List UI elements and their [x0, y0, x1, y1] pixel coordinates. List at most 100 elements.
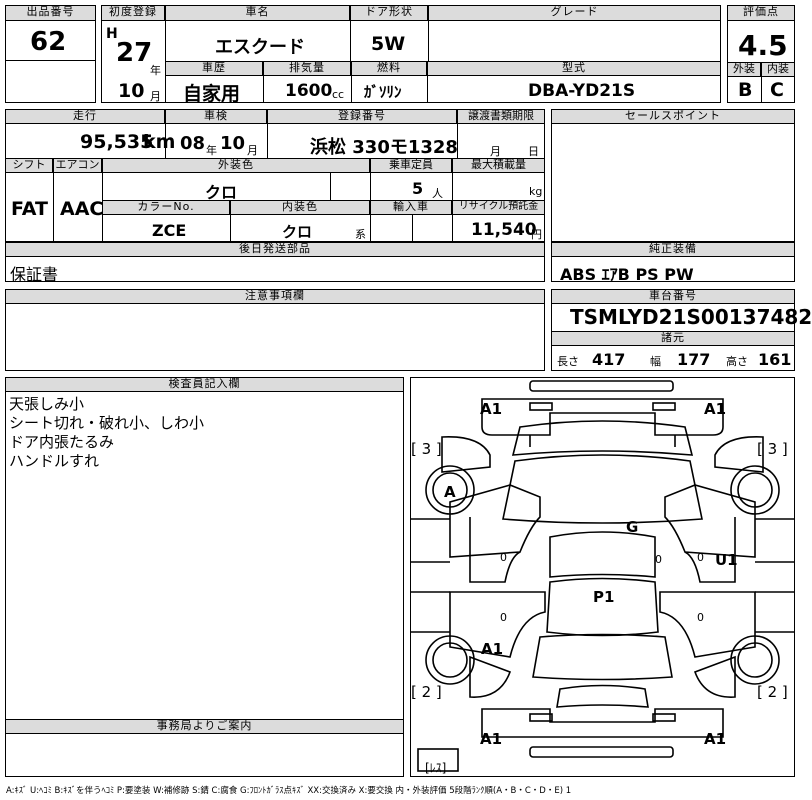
transfer-month-unit: 月 — [490, 145, 501, 158]
mark-a1-front-right: A1 — [704, 400, 727, 418]
width-value: 177 — [677, 350, 711, 369]
year-unit: 年 — [150, 64, 161, 77]
inspector-label: 検査員記入欄 — [5, 377, 404, 392]
divider — [761, 62, 762, 103]
score-label: 評価点 — [727, 5, 795, 21]
insp-month-unit: 月 — [247, 144, 258, 157]
first-reg-label: 初度登録 — [101, 5, 165, 21]
parts-label: 後日発送部品 — [5, 242, 545, 257]
model-label: 型式 — [427, 61, 721, 76]
intcolor-value: クロ — [282, 223, 313, 241]
colorno-label: カラーNo. — [102, 200, 230, 215]
divider — [427, 61, 428, 103]
length-label: 長さ — [557, 355, 579, 368]
mark-p1-roof: P1 — [593, 588, 615, 606]
recycle-value: 11,540 — [471, 220, 537, 240]
transfer-day-unit: 日 — [528, 145, 539, 158]
model-value: DBA-YD21S — [528, 81, 636, 101]
color-label: 外装色 — [102, 158, 370, 173]
mark-3-right: [ 3 ] — [757, 440, 788, 458]
equipment-value: ABS ｴｱB PS PW — [560, 265, 694, 284]
fuel-label: 燃料 — [351, 61, 427, 76]
sales-box — [551, 109, 795, 242]
chassis-label: 車台番号 — [551, 289, 795, 304]
inspector-line: シート切れ・破れ小、しわ小 — [9, 414, 205, 432]
inspector-line: 天張しみ小 — [9, 395, 85, 413]
reg-label: 登録番号 — [267, 109, 457, 124]
intcolor-label: 内装色 — [230, 200, 370, 215]
legend-text: A:ｷｽﾞ U:ﾍｺﾐ B:ｷｽﾞを伴うﾍｺﾐ P:要塗装 W:補修跡 S:錆 … — [6, 786, 572, 796]
lot-divider — [5, 60, 96, 61]
history-label: 車歴 — [165, 61, 263, 76]
divider — [351, 61, 352, 103]
colorno-value: ZCE — [152, 221, 187, 240]
door-type: 5W — [371, 33, 406, 55]
mark-2-right: [ 2 ] — [757, 683, 788, 701]
office-label: 事務局よりご案内 — [5, 719, 404, 734]
divider — [230, 200, 231, 242]
height-value: 161 — [758, 350, 792, 369]
divider — [165, 5, 166, 103]
divider — [457, 109, 458, 158]
grade-label: グレード — [428, 5, 721, 21]
insp-year-unit: 年 — [206, 144, 217, 157]
insp-year: 08 — [180, 133, 206, 154]
capacity-label: 乗車定員 — [370, 158, 452, 173]
width-label: 幅 — [650, 355, 661, 368]
lot-label: 出品番号 — [5, 5, 96, 21]
displacement: 1600 — [285, 81, 333, 101]
disp-label: 排気量 — [263, 61, 351, 76]
ext-grade: B — [738, 79, 753, 101]
details-box — [5, 109, 545, 242]
era: H — [106, 26, 118, 42]
name-label: 車名 — [165, 5, 350, 21]
first-reg-year: 27 — [116, 38, 153, 68]
mark-a1-front-left: A1 — [480, 400, 503, 418]
divider — [263, 61, 264, 103]
notes-label: 注意事項欄 — [5, 289, 545, 304]
spec-label: 諸元 — [551, 331, 795, 346]
mark-a1-rear-bumper-left: A1 — [480, 730, 503, 748]
mark-zero: 0 — [697, 551, 704, 564]
mileage-value: 95,535 — [80, 131, 154, 153]
mark-zero: 0 — [655, 553, 662, 566]
mark-u1-door: U1 — [715, 551, 738, 569]
divider — [428, 5, 429, 62]
month-unit: 月 — [150, 90, 161, 103]
ac-value: AAC — [60, 198, 104, 220]
divider — [452, 158, 453, 200]
capacity-unit: 人 — [432, 187, 443, 200]
fuel-value: ｶﾞｿﾘﾝ — [364, 83, 402, 101]
color-value: クロ — [205, 183, 238, 202]
recycle-label: リサイクル預託金 — [452, 200, 545, 215]
inspector-line: ハンドルすれ — [9, 452, 100, 470]
int-label: 内装 — [761, 62, 795, 77]
insp-month: 10 — [220, 133, 246, 154]
import-label: 輸入車 — [370, 200, 452, 215]
recycle-unit: 円 — [531, 228, 542, 241]
int-grade: C — [770, 79, 784, 101]
reg-number: 浜松 330モ1328 — [310, 137, 458, 158]
sales-label: セールスポイント — [551, 109, 795, 124]
mark-zero: 0 — [500, 611, 507, 624]
mark-g-windshield: G — [626, 518, 639, 536]
mileage-label: 走行 — [5, 109, 165, 124]
divider — [330, 173, 331, 200]
chassis-number: TSMLYD21S00137482 — [570, 305, 812, 329]
history-value: 自家用 — [183, 83, 241, 105]
mark-3-left: [ 3 ] — [411, 440, 442, 458]
capacity-value: 5 — [412, 179, 424, 198]
car-diagram — [410, 380, 795, 772]
intcolor-suffix: 系 — [355, 228, 366, 241]
mark-2-left: [ 2 ] — [411, 683, 442, 701]
mark-zero: 0 — [697, 611, 704, 624]
ac-label: エアコン — [53, 158, 102, 173]
ext-label: 外装 — [727, 62, 761, 77]
inspection-label: 車検 — [165, 109, 267, 124]
score-value: 4.5 — [738, 29, 788, 62]
door-label: ドア形状 — [350, 5, 428, 21]
transfer-label: 譲渡書類期限 — [457, 109, 545, 124]
less-label: [ﾚｽ] — [425, 761, 447, 775]
divider — [53, 158, 54, 242]
car-name: エスクード — [215, 37, 305, 58]
